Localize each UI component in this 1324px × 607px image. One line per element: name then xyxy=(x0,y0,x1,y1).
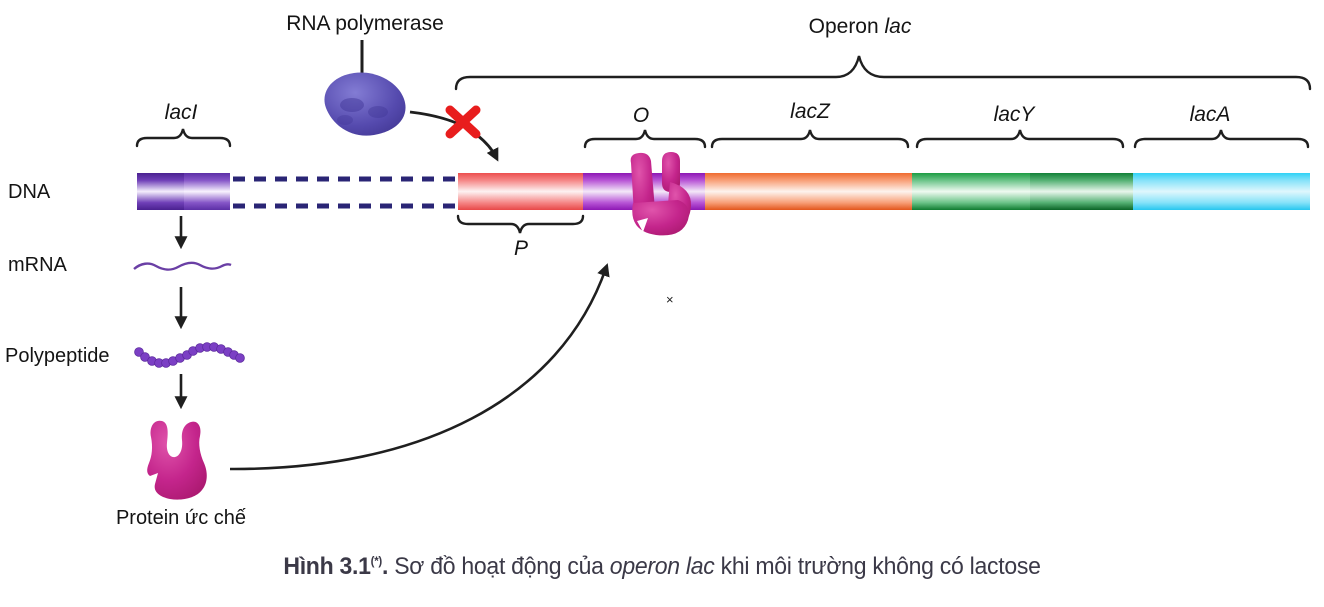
dna-segment-lacI-left xyxy=(137,173,184,210)
brace-lacI xyxy=(135,128,232,148)
gene-label-lacZ: lacZ xyxy=(790,100,830,123)
gene-label-lacA: lacA xyxy=(1189,103,1231,126)
caption-text-before: Sơ đồ hoạt động của xyxy=(394,553,610,580)
rna-polymerase-blob xyxy=(324,72,406,136)
dna-segment-lacA xyxy=(1133,173,1310,210)
dna-segment-lacY-left xyxy=(912,173,1030,210)
polypeptide-label: Polypeptide xyxy=(5,345,110,367)
gene-label-promoter: P xyxy=(513,237,529,260)
brace-operon-lac xyxy=(454,55,1312,91)
gene-label-lacI: lacI xyxy=(164,101,198,124)
dna-segment-promoter xyxy=(458,173,583,210)
brace-operator xyxy=(583,129,707,149)
dna-segment-lacZ xyxy=(705,173,912,210)
gene-label-lacY: lacY xyxy=(993,103,1035,126)
operon-lac-label: Operon lac xyxy=(809,15,912,39)
caption-figure-number: Hình 3.1 xyxy=(283,553,371,580)
repressor-protein-label: Protein ức chế xyxy=(115,507,247,529)
caption-italic-phrase: operon lac xyxy=(609,553,715,580)
dna-dashed-lines xyxy=(233,176,456,209)
brace-lacY xyxy=(915,129,1125,149)
caption-separator: . xyxy=(381,553,395,580)
operon-label-prefix: Operon xyxy=(808,15,885,38)
caption-text-after: khi môi trường không có lactose xyxy=(714,553,1041,580)
mrna-label: mRNA xyxy=(8,254,67,276)
dna-segment-lacY-right xyxy=(1030,173,1133,210)
brace-lacA xyxy=(1133,129,1310,149)
dna-segment-lacI-right xyxy=(184,173,230,210)
small-cross-mark: × xyxy=(666,292,674,307)
brace-promoter xyxy=(456,214,585,234)
repressor-on-operator-blob xyxy=(630,152,692,236)
rna-polymerase-label: RNA polymerase xyxy=(286,12,444,35)
gene-label-operator: O xyxy=(632,104,650,127)
polypeptide-beads xyxy=(134,342,245,368)
dna-label: DNA xyxy=(8,181,51,203)
repressor-binding-arrow xyxy=(229,263,610,471)
red-x-icon xyxy=(445,105,481,139)
figure-caption: Hình 3.1(*). Sơ đồ hoạt động của operon … xyxy=(26,553,1297,581)
brace-lacZ xyxy=(710,129,910,149)
braces xyxy=(135,55,1312,234)
caption-superscript: (*) xyxy=(370,554,383,568)
repressor-protein-blob xyxy=(147,420,207,500)
mrna-strand xyxy=(133,261,232,271)
operon-label-gene: lac xyxy=(884,15,912,38)
